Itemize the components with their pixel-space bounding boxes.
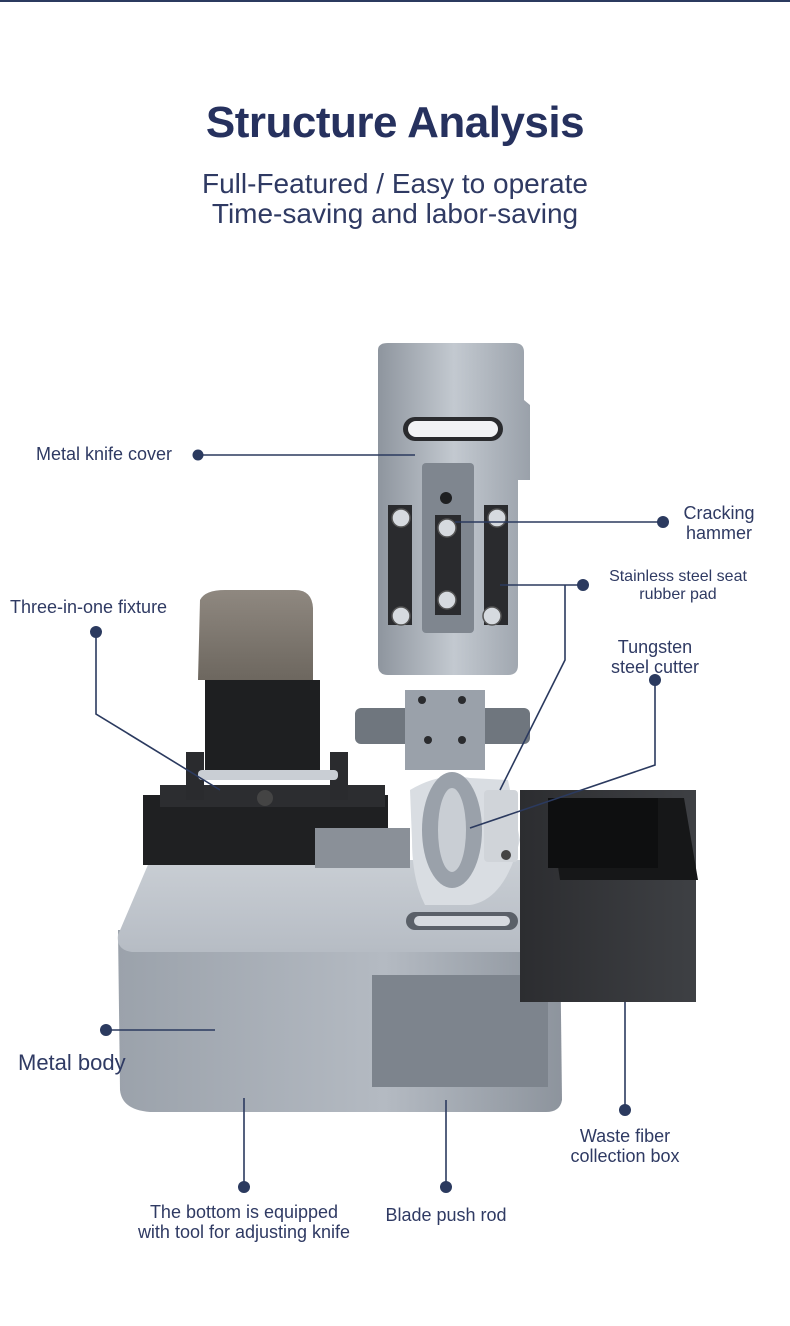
label-seat-pad: Stainless steel seat rubber pad <box>590 568 766 604</box>
blade-area-shape <box>406 772 520 930</box>
page-subtitle-line2: Time-saving and labor-saving <box>211 198 579 229</box>
label-waste-box: Waste fiber collection box <box>555 1126 695 1166</box>
label-tungsten-cutter: Tungsten steel cutter <box>595 637 715 677</box>
label-bottom-tool: The bottom is equipped with tool for adj… <box>110 1202 378 1242</box>
label-metal-knife-cover: Metal knife cover <box>36 444 173 464</box>
page-subtitle-line1: Full-Featured / Easy to operate <box>202 168 588 199</box>
callout-dots <box>90 449 669 1193</box>
label-bottom-tool-line2: with tool for adjusting knife <box>137 1222 351 1242</box>
hinge-shape <box>355 690 530 770</box>
label-waste-box-line2: collection box <box>570 1146 680 1166</box>
waste-box-shape <box>520 790 698 1002</box>
page-title: Structure Analysis <box>205 98 585 147</box>
label-blade-push-rod: Blade push rod <box>385 1205 507 1225</box>
callout-lines <box>95 454 663 1187</box>
label-three-in-one-fixture: Three-in-one fixture <box>10 597 168 617</box>
label-metal-body: Metal body <box>18 1050 126 1075</box>
metal-body-shape <box>117 860 563 1112</box>
top-border <box>0 0 790 2</box>
label-cracking-hammer-line1: Cracking <box>683 503 755 523</box>
label-cracking-hammer-line2: hammer <box>685 523 752 543</box>
label-cracking-hammer: Cracking hammer <box>660 503 778 543</box>
label-tungsten-cutter-line2: steel cutter <box>610 657 700 677</box>
label-waste-box-line1: Waste fiber <box>579 1126 671 1146</box>
knife-cover-shape <box>378 343 530 675</box>
label-bottom-tool-line1: The bottom is equipped <box>149 1202 339 1222</box>
label-seat-pad-line2: rubber pad <box>639 586 717 603</box>
label-seat-pad-line1: Stainless steel seat <box>609 568 747 585</box>
fixture-shape <box>143 590 410 868</box>
label-tungsten-cutter-line1: Tungsten <box>617 637 693 657</box>
